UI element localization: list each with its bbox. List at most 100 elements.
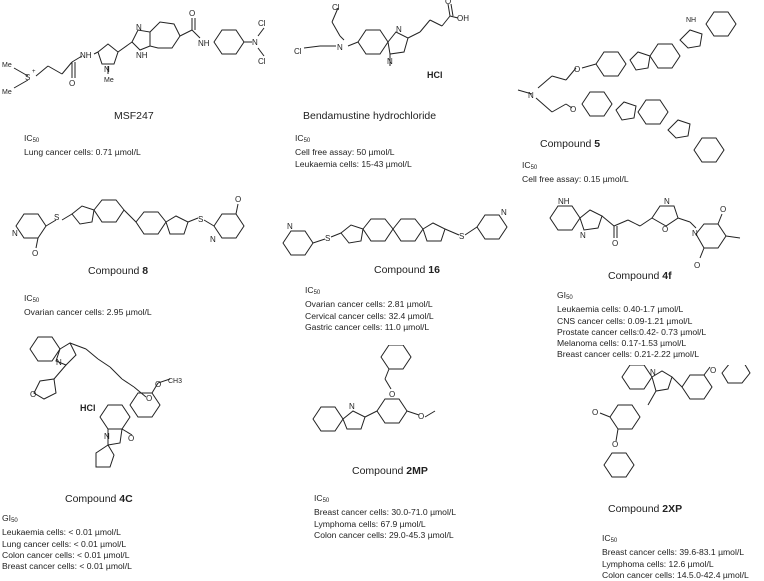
compound-2mp-activity: IC50 Breast cancer cells: 30.0-71.0 µmol… (314, 493, 456, 541)
compound-2xp-o2: O (612, 440, 618, 449)
compound-2mp-assay-header: IC50 (314, 493, 330, 504)
compound-4c-n1: N (56, 358, 62, 367)
compound-8-o2: O (235, 195, 241, 204)
msf247-me1: Me (2, 62, 12, 69)
bendamustine-name: Bendamustine hydrochloride (303, 110, 437, 122)
compound-2xp-name: Compound 2XP (608, 503, 683, 515)
compound-5-activity: IC50 Cell free assay: 0.15 µmol/L (522, 160, 629, 186)
compound-4f-n-ura: N (692, 229, 698, 238)
compound-8-activity: IC50 Ovarian cancer cells: 2.95 µmol/L (24, 293, 152, 319)
compound-16-n2: N (501, 208, 507, 217)
bendamustine-n2: N (396, 25, 402, 34)
compound-4c-o-ether: O (146, 394, 152, 403)
compound-4f-o-ura2: O (694, 261, 700, 270)
bendamustine-hcl: HCl (427, 70, 443, 80)
compound-16-n1: N (287, 222, 293, 231)
compound-2mp-name: Compound 2MP (352, 465, 428, 477)
compound-4f-o-ura1: O (720, 205, 726, 214)
msf247-amide-o: O (189, 9, 195, 18)
bendamustine-o: O (445, 0, 451, 6)
compound-5-activity-line: Cell free assay: 0.15 µmol/L (522, 174, 629, 185)
msf247-n3-atom: N (252, 38, 258, 47)
compound-2mp-activity-line-3: Colon cancer cells: 29.0-45.3 µmol/L (314, 529, 454, 540)
bendamustine-activity-line-2: Leukaemia cells: 15-43 µmol/L (295, 158, 412, 169)
compound-2xp-o3: O (710, 366, 716, 375)
compound-2xp-activity-line-1: Breast cancer cells: 39.6-83.1 µmol/L (602, 547, 745, 558)
bendamustine-assay-header: IC50 (295, 133, 311, 144)
msf247-n1-atom: N (104, 65, 110, 74)
compound-4c-o-keto: O (128, 434, 134, 443)
bendamustine-activity: IC50 Cell free assay: 50 µmol/L Leukaemi… (295, 133, 412, 170)
compound-4c-o-methoxy: O (155, 380, 161, 389)
compound-4f-assay-header: GI50 (557, 290, 573, 301)
compound-8-assay-header: IC50 (24, 293, 40, 304)
msf247-activity: IC50 Lung cancer cells: 0.71 µmol/L (24, 133, 141, 159)
compound-8-o1: O (32, 249, 38, 258)
compound-4f-n-oxa: N (664, 198, 670, 206)
compound-4f-activity-line-1: Leukaemia cells: 0.40-1.7 µmol/L (557, 304, 684, 315)
compound-4c-hcl: HCl (80, 403, 96, 413)
compound-4c-activity-line-2: Lung cancer cells: < 0.01 µmol/L (2, 538, 127, 549)
compound-16-activity: IC50 Ovarian cancer cells: 2.81 µmol/L C… (305, 285, 434, 333)
msf247-n-imid: N (136, 23, 142, 32)
msf247-plus-charge: + (32, 69, 36, 75)
compound-2mp-structure: O O N (305, 345, 465, 445)
compound-16-s2: S (459, 232, 464, 241)
compound-4f-o-keto: O (612, 239, 618, 248)
msf247-name: MSF247 (114, 110, 154, 122)
compound-2mp-o1: O (389, 390, 395, 399)
msf247-structure: S + Me Me O NH N Me NH N O NH N Cl Cl (0, 0, 268, 105)
msf247-cl1: Cl (258, 19, 266, 28)
compound-2xp-o1: O (592, 408, 598, 417)
compound-4c-activity-line-1: Leukaemia cells: < 0.01 µmol/L (2, 527, 121, 538)
msf247-assay-header: IC50 (24, 133, 40, 144)
compound-4c-activity: GI50 Leukaemia cells: < 0.01 µmol/L Lung… (2, 513, 132, 572)
compound-4c-activity-line-4: Breast cancer cells: < 0.01 µmol/L (2, 561, 132, 572)
bendamustine-oh: OH (457, 14, 469, 23)
compound-8-name: Compound 8 (88, 265, 149, 277)
compound-16-activity-line-1: Ovarian cancer cells: 2.81 µmol/L (305, 299, 433, 310)
compound-4c-structure: N O O O CH3 N O HCl (10, 335, 190, 485)
compound-8-n2: N (210, 235, 216, 244)
compound-8-activity-line: Ovarian cancer cells: 2.95 µmol/L (24, 307, 152, 318)
compound-4f-n-imid: N (580, 231, 586, 240)
compound-2mp-activity-line-2: Lymphoma cells: 67.9 µmol/L (314, 518, 426, 529)
compound-4c-o-furan: O (30, 390, 36, 399)
compound-4f-structure: NH N O N O N O O (540, 198, 755, 278)
compound-4f-activity-line-2: CNS cancer cells: 0.09-1.21 µmol/L (557, 315, 693, 326)
compound-2xp-activity: IC50 Breast cancer cells: 39.6-83.1 µmol… (602, 533, 749, 581)
compound-5-name: Compound 5 (540, 138, 601, 150)
msf247-cl2: Cl (258, 57, 266, 66)
compound-2xp-structure: N O O O (580, 365, 760, 495)
msf247-me2: Me (2, 89, 12, 96)
msf247-nme: Me (104, 77, 114, 84)
compound-2xp-activity-line-2: Lymphoma cells: 12.6 µmol/L (602, 558, 714, 569)
compound-16-s1: S (325, 234, 330, 243)
bendamustine-cl2: Cl (294, 47, 302, 56)
compound-8-n1: N (12, 229, 18, 238)
compound-16-activity-line-2: Cervical cancer cells: 32.4 µmol/L (305, 310, 434, 321)
bendamustine-n3: N (387, 57, 393, 66)
compound-4f-activity-line-4: Melanoma cells: 0.17-1.53 µmol/L (557, 338, 687, 349)
bendamustine-cl1: Cl (332, 3, 340, 12)
compound-5-assay-header: IC50 (522, 160, 538, 171)
compound-16-assay-header: IC50 (305, 285, 321, 296)
compound-8-s1: S (54, 213, 59, 222)
compound-4f-o-oxa: O (662, 225, 668, 234)
bendamustine-activity-line-1: Cell free assay: 50 µmol/L (295, 147, 395, 158)
compound-4c-ch3: CH3 (168, 378, 182, 385)
compound-8-structure: S S O O N N (0, 190, 260, 270)
msf247-nh2-atom: NH (136, 51, 148, 60)
compound-4c-assay-header: GI50 (2, 513, 18, 524)
msf247-o-atom: O (69, 79, 75, 88)
compound-5-structure: N O O NH (512, 0, 762, 180)
compound-8-s2: S (198, 215, 203, 224)
compound-2xp-n: N (650, 368, 656, 377)
bendamustine-structure: Cl Cl N N N OH O HCl (292, 0, 482, 105)
compound-2mp-activity-line-1: Breast cancer cells: 30.0-71.0 µmol/L (314, 507, 457, 518)
compound-2xp-assay-header: IC50 (602, 533, 618, 544)
compound-4c-name: Compound 4C (65, 493, 133, 505)
compound-4c-activity-line-3: Colon cancer cells: < 0.01 µmol/L (2, 549, 130, 560)
compound-16-name: Compound 16 (374, 264, 440, 276)
compound-4f-activity: GI50 Leukaemia cells: 0.40-1.7 µmol/L CN… (557, 290, 706, 361)
